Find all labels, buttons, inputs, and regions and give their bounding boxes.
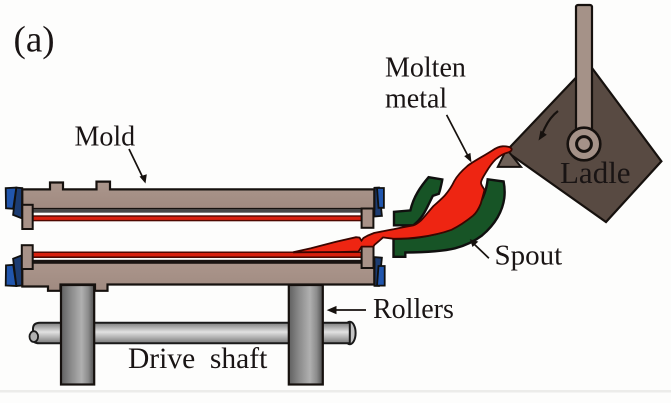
svg-text:metal: metal bbox=[385, 83, 447, 114]
svg-text:Spout: Spout bbox=[495, 239, 563, 271]
svg-text:Drive shaft: Drive shaft bbox=[128, 343, 268, 375]
svg-text:(a): (a) bbox=[14, 20, 55, 61]
svg-text:Molten: Molten bbox=[385, 53, 466, 84]
svg-text:Mold: Mold bbox=[75, 121, 136, 152]
svg-text:Ladle: Ladle bbox=[560, 155, 631, 190]
svg-text:Rollers: Rollers bbox=[373, 294, 454, 325]
